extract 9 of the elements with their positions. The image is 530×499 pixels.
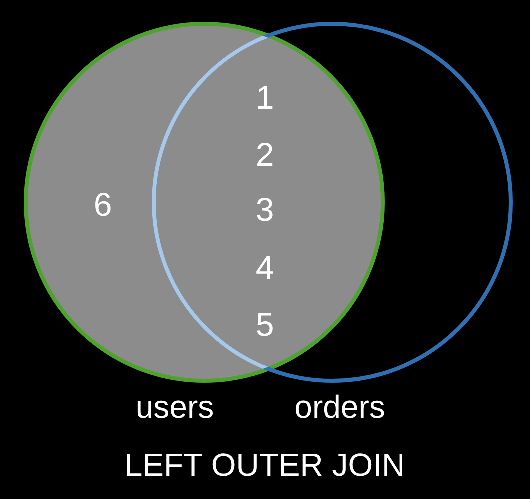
set-label: users bbox=[136, 389, 214, 425]
record-number: 6 bbox=[94, 187, 112, 223]
record-number: 2 bbox=[256, 137, 274, 173]
record-number: 1 bbox=[256, 80, 274, 116]
record-number: 4 bbox=[256, 250, 274, 286]
record-number: 5 bbox=[256, 307, 274, 343]
set-label: orders bbox=[294, 389, 386, 425]
record-number: 3 bbox=[256, 192, 274, 228]
caption: LEFT OUTER JOIN bbox=[124, 446, 406, 484]
